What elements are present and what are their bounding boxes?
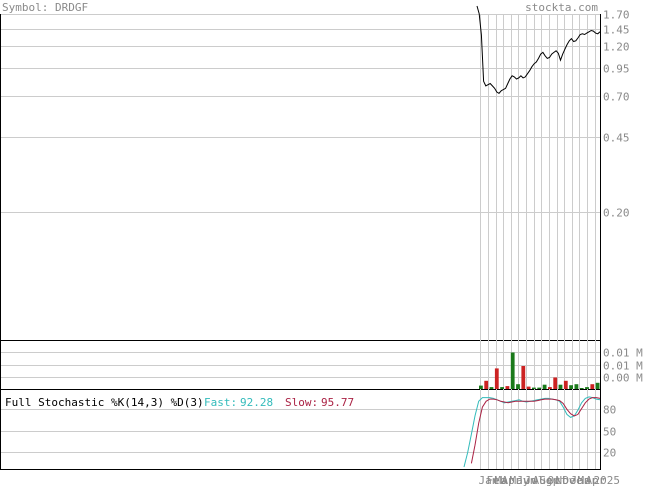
price-plot [476, 5, 601, 94]
month-label: Apr [586, 474, 606, 486]
price-panel [0, 14, 601, 341]
price-tick-label: 0.45 [603, 132, 630, 145]
month-label: May [510, 474, 530, 486]
month-label: Oct [548, 474, 568, 486]
price-tick-label: 1.20 [603, 41, 630, 54]
month-axis: JanFebMarAprMayJunJulAugSepOctNovDecJanM… [479, 474, 621, 487]
month-label: Dec [563, 474, 583, 486]
price-tick-label: 0.95 [603, 63, 630, 76]
volume-bar [489, 387, 494, 389]
month-label: Aug [533, 474, 553, 486]
volume-bar [479, 385, 483, 389]
stochastic-title: Full Stochastic %K(14,3) %D(3) [5, 396, 204, 409]
volume-bar [574, 384, 579, 389]
volume-bar [532, 387, 536, 389]
volume-bar [563, 380, 568, 389]
volume-tick-label: 0.01 M [603, 347, 643, 360]
stochastic-axis: 80 50 20 [603, 404, 616, 460]
price-tick-label: 0.20 [603, 207, 630, 220]
volume-bar [548, 387, 552, 389]
volume-bar [505, 386, 510, 389]
slow-label: Slow: [285, 396, 318, 409]
volume-bar [494, 368, 499, 389]
volume-bar [510, 352, 515, 389]
month-label: Nov [556, 474, 576, 486]
price-axis: 1.70 1.45 1.20 0.95 0.70 0.45 0.20 [603, 9, 630, 220]
price-line [476, 5, 601, 94]
volume-bar [579, 388, 584, 389]
slow-value: 95.77 [321, 396, 354, 409]
month-label: Jul [525, 474, 545, 486]
month-label: Mar [578, 474, 598, 486]
volume-bar [516, 384, 520, 389]
volume-bar [484, 380, 489, 389]
volume-axis: 0.01 M0.01 M0.00 M [603, 347, 643, 385]
volume-bar [537, 387, 542, 389]
volume-bar [553, 377, 558, 389]
stochastic-panel [0, 389, 601, 470]
stochastic-tick-label: 80 [603, 404, 616, 417]
volume-bar [500, 387, 504, 389]
volume-bar [526, 386, 531, 389]
volume-bar [558, 384, 563, 389]
month-label: Jun [517, 474, 537, 486]
volume-bar [569, 385, 573, 389]
stochastic-tick-label: 50 [603, 426, 616, 439]
volume-bar [542, 384, 547, 389]
price-tick-label: 1.45 [603, 24, 630, 37]
stochastic-tick-label: 20 [603, 447, 616, 460]
month-label: Sep [540, 474, 560, 486]
month-label: 2025 [594, 474, 621, 486]
volume-tick-label: 0.00 M [603, 372, 643, 385]
fast-value: 92.28 [240, 396, 273, 409]
volume-tick-label: 0.01 M [603, 360, 643, 373]
price-tick-label: 0.70 [603, 91, 630, 104]
volume-bar [521, 366, 526, 389]
slow-line [470, 397, 601, 464]
volume-grid [1, 352, 600, 378]
volume-bar [585, 387, 589, 389]
month-label: Jan [571, 474, 591, 486]
month-label: Jan [479, 474, 499, 486]
volume-bar [595, 382, 600, 389]
vertical-grid [480, 15, 596, 469]
symbol-label: Symbol: DRDGF [2, 1, 88, 14]
volume-bars [479, 352, 600, 389]
stochastic-grid [1, 409, 600, 453]
fast-label: Fast: [204, 396, 237, 409]
site-name[interactable]: stockta.com [525, 1, 598, 14]
month-label: Feb [487, 474, 507, 486]
price-grid [1, 14, 600, 213]
month-label: Apr [502, 474, 522, 486]
price-tick-label: 1.70 [603, 9, 630, 22]
volume-bar [590, 384, 595, 389]
month-label: Mar [495, 474, 515, 486]
stochastic-plot [463, 396, 601, 468]
